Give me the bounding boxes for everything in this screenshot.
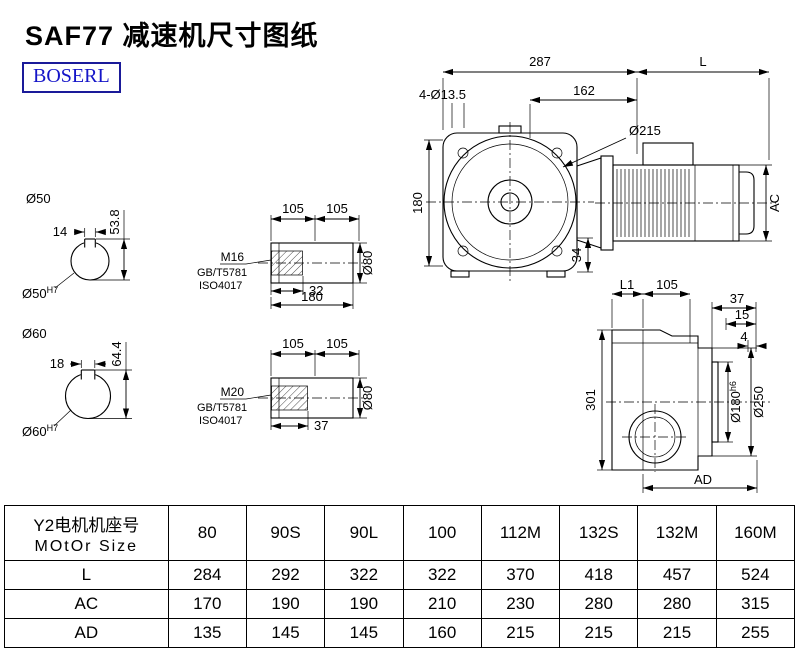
dim-AD: AD — [694, 472, 712, 487]
shaft-section-large: Ø60 18 64.4 Ø60H7 — [22, 326, 132, 439]
value-cell: 230 — [480, 589, 561, 619]
dim-4: 4 — [740, 329, 747, 344]
table-row-AD: AD 135 145 145 160 215 215 215 255 — [4, 618, 796, 648]
bore-circle — [64, 372, 112, 420]
dim-32: 32 — [309, 283, 323, 298]
dim-L: L — [699, 54, 706, 69]
table-row-AC: AC 170 190 190 210 230 280 280 315 — [4, 589, 796, 619]
dimension-table: Y2电机机座号 MOtOr Size 80 90S 90L 100 112M 1… — [4, 505, 796, 648]
value-cell: 322 — [402, 560, 482, 590]
technical-drawing: 287 L 162 4-Ø13.5 Ø215 180 34 AC — [22, 54, 782, 493]
dim-d60h7: Ø60H7 — [22, 423, 58, 439]
size-cell: 132S — [559, 505, 639, 561]
dim-key-width-14: 14 — [53, 224, 67, 239]
dim-key-width-18: 18 — [50, 356, 64, 371]
value-cell: 524 — [715, 560, 796, 590]
dim-L1: L1 — [620, 277, 634, 292]
value-cell: 135 — [167, 618, 247, 648]
value-cell: 210 — [402, 589, 482, 619]
value-cell: 315 — [715, 589, 796, 619]
thread-callout: M16 — [221, 250, 245, 264]
value-cell: 160 — [402, 618, 482, 648]
dim-d50h7: Ø50H7 — [22, 285, 58, 301]
shaft-section-small: Ø50 14 53.8 Ø50H7 — [22, 191, 130, 301]
value-cell: 215 — [637, 618, 717, 648]
row-label: L — [4, 560, 169, 590]
header-en: MOtOr Size — [34, 537, 139, 555]
value-cell: 284 — [167, 560, 247, 590]
dim-105a: 105 — [282, 336, 304, 351]
value-cell: 292 — [245, 560, 326, 590]
value-cell: 280 — [637, 589, 717, 619]
size-cell: 90L — [324, 505, 404, 561]
brand-logo: BOSERL — [22, 62, 121, 93]
value-cell: 145 — [245, 618, 326, 648]
foot-left — [450, 270, 470, 278]
page-title: SAF77 减速机尺寸图纸 — [25, 21, 319, 51]
bushing-detail-small: 105 105 M16 GB/T5781 ISO4017 32 180 Ø80 — [197, 201, 375, 309]
dim-AC: AC — [767, 194, 782, 212]
dim-105b: 105 — [326, 336, 348, 351]
dim-105: 105 — [656, 277, 678, 292]
std-iso: ISO4017 — [199, 280, 242, 292]
size-cell: 132M — [637, 505, 717, 561]
dim-53-8: 53.8 — [107, 209, 122, 234]
value-cell: 215 — [480, 618, 561, 648]
size-cell: 100 — [402, 505, 482, 561]
front-view: 287 L 162 4-Ø13.5 Ø215 180 34 AC — [410, 54, 782, 284]
thread-callout: M20 — [221, 385, 245, 399]
std-iso: ISO4017 — [199, 415, 242, 427]
value-cell: 457 — [637, 560, 717, 590]
dim-301: 301 — [583, 389, 598, 411]
dim-d80: Ø80 — [360, 251, 375, 276]
dim-105b: 105 — [326, 201, 348, 216]
dim-d60: Ø60 — [22, 326, 47, 341]
side-view: L1 105 37 15 4 301 Ø180h6 Ø250 AD — [583, 277, 770, 493]
size-cell: 160M — [715, 505, 796, 561]
dim-162: 162 — [573, 83, 595, 98]
dim-face-diameter: Ø215 — [629, 123, 661, 138]
size-cell: 90S — [245, 505, 326, 561]
table-header-row: Y2电机机座号 MOtOr Size 80 90S 90L 100 112M 1… — [4, 505, 796, 561]
value-cell: 215 — [559, 618, 639, 648]
value-cell: 322 — [324, 560, 404, 590]
value-cell: 255 — [715, 618, 796, 648]
dim-180: 180 — [410, 192, 425, 214]
dim-15: 15 — [735, 307, 749, 322]
value-cell: 190 — [324, 589, 404, 619]
value-cell: 280 — [559, 589, 639, 619]
dim-34: 34 — [569, 248, 584, 262]
value-cell: 170 — [167, 589, 247, 619]
motor — [576, 142, 776, 251]
side-housing — [611, 329, 713, 471]
bushing-detail-large: 105 105 M20 GB/T5781 ISO4017 37 Ø80 — [197, 336, 375, 433]
value-cell: 190 — [245, 589, 326, 619]
dim-d250: Ø250 — [751, 386, 766, 418]
foot-right — [546, 270, 566, 278]
header-motor-size: Y2电机机座号 MOtOr Size — [4, 505, 169, 561]
row-label: AC — [4, 589, 169, 619]
dim-287: 287 — [529, 54, 551, 69]
value-cell: 145 — [324, 618, 404, 648]
value-cell: 370 — [480, 560, 561, 590]
std-gb: GB/T5781 — [197, 402, 247, 414]
dim-d180h6: Ø180h6 — [728, 381, 743, 423]
dim-64-4: 64.4 — [109, 341, 124, 366]
dim-d80: Ø80 — [360, 386, 375, 411]
dim-105a: 105 — [282, 201, 304, 216]
dim-180-length: 180 — [301, 289, 323, 304]
dim-holes: 4-Ø13.5 — [419, 87, 466, 102]
bore-circle — [70, 241, 110, 281]
dim-37: 37 — [314, 418, 328, 433]
size-cell: 80 — [167, 505, 247, 561]
table-row-L: L 284 292 322 322 370 418 457 524 — [4, 560, 796, 590]
terminal-box — [642, 142, 694, 166]
std-gb: GB/T5781 — [197, 267, 247, 279]
size-cell: 112M — [480, 505, 561, 561]
dim-37: 37 — [730, 291, 744, 306]
dim-d50: Ø50 — [26, 191, 51, 206]
value-cell: 418 — [559, 560, 639, 590]
row-label: AD — [4, 618, 169, 648]
header-cn: Y2电机机座号 — [33, 515, 140, 535]
